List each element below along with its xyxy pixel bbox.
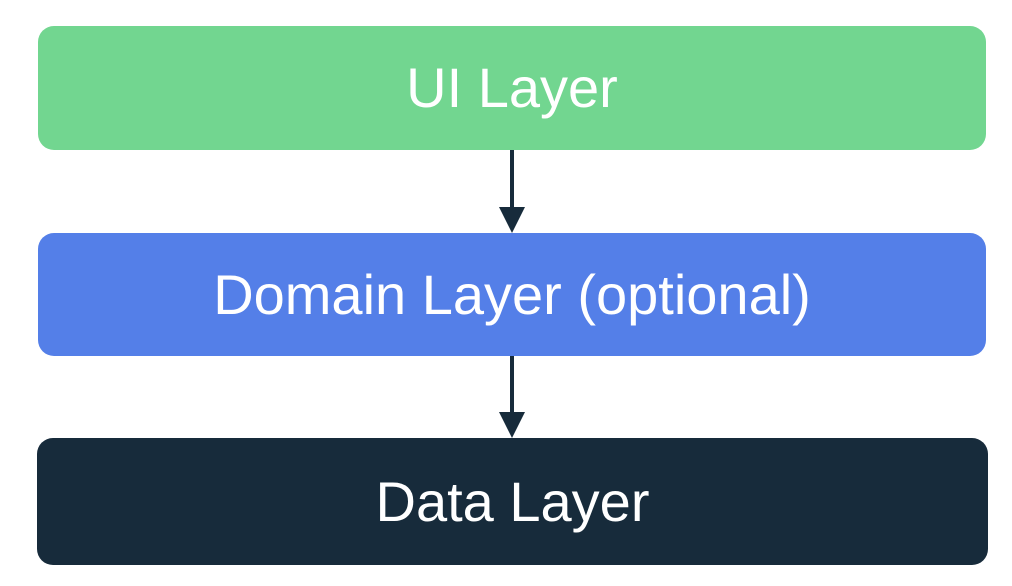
arrow-domain-to-data	[499, 356, 525, 438]
ui-layer-box: UI Layer	[38, 26, 986, 150]
arrow-ui-to-domain	[499, 150, 525, 233]
domain-layer-box: Domain Layer (optional)	[38, 233, 986, 356]
data-layer-label: Data Layer	[375, 469, 650, 533]
domain-layer-label: Domain Layer (optional)	[213, 262, 811, 326]
data-layer-box: Data Layer	[37, 438, 988, 565]
ui-layer-label: UI Layer	[406, 56, 618, 119]
